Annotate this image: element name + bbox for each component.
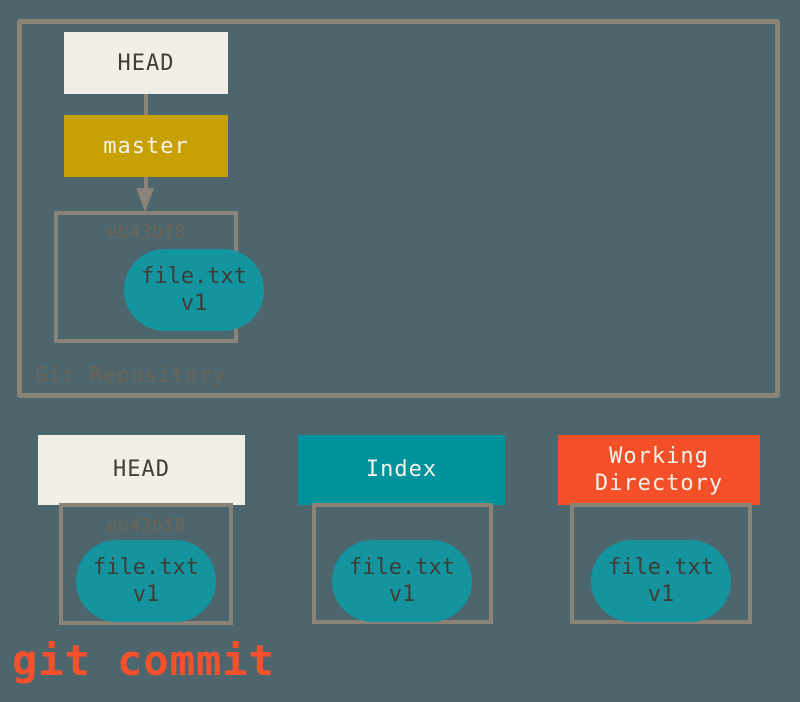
- git-repository-container: HEAD master eb43bf8 file.txt v1 Git Repo…: [17, 19, 780, 398]
- index-column-title: Index: [365, 457, 438, 483]
- head-column-node: eb43bf8 file.txt v1: [59, 503, 233, 625]
- file-version: v1: [180, 291, 208, 316]
- file-blob: file.txt v1: [124, 249, 264, 331]
- git-repository-label: Git Repository: [35, 363, 227, 387]
- head-column-header: HEAD: [38, 435, 245, 505]
- head-column-title: HEAD: [113, 457, 170, 483]
- file-version: v1: [388, 582, 416, 607]
- file-name: file.txt: [349, 554, 455, 580]
- index-column-header: Index: [298, 435, 505, 505]
- file-name: file.txt: [608, 554, 714, 580]
- master-to-commit-connector: [144, 177, 148, 193]
- master-branch-box: master: [64, 115, 228, 177]
- head-ref-box: HEAD: [64, 32, 228, 94]
- working-directory-column-title: Working Directory: [594, 443, 724, 497]
- file-blob: file.txt v1: [76, 540, 216, 622]
- working-directory-column-node: file.txt v1: [570, 503, 752, 624]
- git-commit-caption: git commit: [12, 636, 275, 685]
- file-version: v1: [132, 582, 160, 607]
- commit-hash: eb43bf8: [105, 221, 187, 243]
- file-name: file.txt: [141, 263, 247, 289]
- commit-node: eb43bf8 file.txt v1: [54, 211, 264, 343]
- index-column-node: file.txt v1: [312, 503, 493, 624]
- arrow-down-icon: [136, 188, 154, 212]
- file-version: v1: [647, 582, 675, 607]
- working-directory-column-header: Working Directory: [558, 435, 760, 505]
- head-to-master-connector: [144, 94, 148, 115]
- master-branch-label: master: [103, 133, 189, 159]
- head-ref-label: HEAD: [117, 50, 175, 76]
- file-blob: file.txt v1: [332, 540, 472, 622]
- file-blob: file.txt v1: [591, 540, 731, 622]
- head-column-hash: eb43bf8: [105, 515, 187, 537]
- file-name: file.txt: [93, 554, 199, 580]
